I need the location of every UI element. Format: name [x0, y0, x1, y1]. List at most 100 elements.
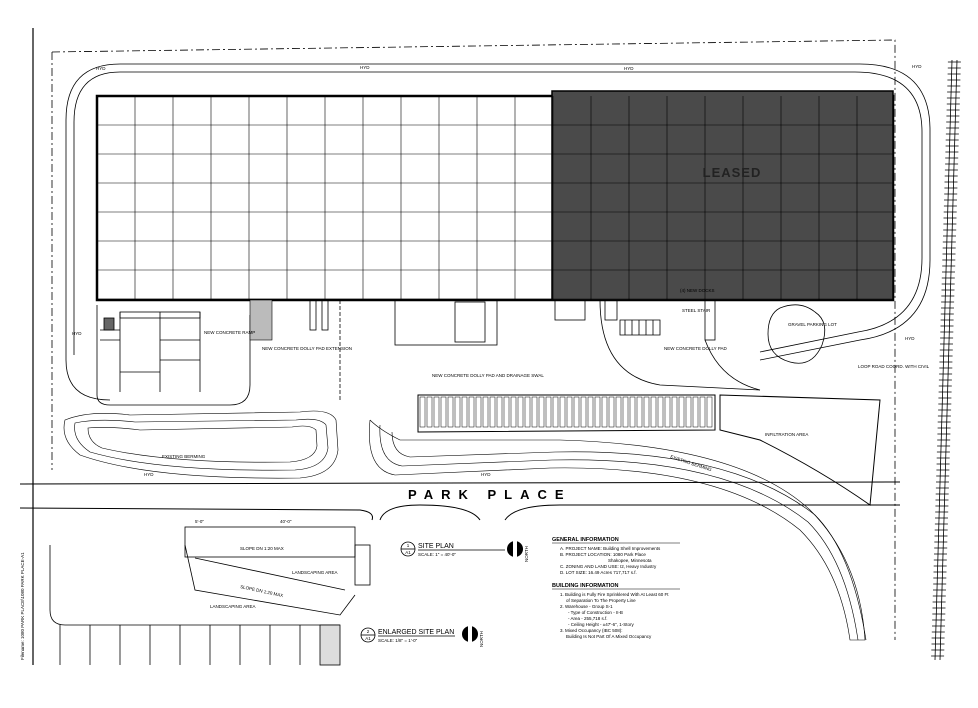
parking-lot-left [96, 305, 251, 406]
dolly-pad [699, 396, 706, 428]
hydrant-label-2: HYD [360, 65, 370, 70]
dolly-pad [580, 396, 587, 428]
railroad-track [931, 59, 961, 661]
svg-text:A1: A1 [365, 636, 371, 641]
hydrant-label-3: HYD [624, 66, 634, 71]
concrete-ramp [249, 299, 273, 341]
dolly-pad [538, 396, 545, 428]
dolly-pad [517, 396, 524, 428]
svg-text:A. PROJECT NAME: Building Sh: A. PROJECT NAME: Building Shell Improvem… [560, 546, 661, 551]
dolly-pad [419, 396, 426, 428]
dim-5ft: 5'-0" [195, 519, 204, 524]
dolly-pad [706, 396, 713, 428]
slope-label-2: SLOPE DN 1:20 MAX [240, 584, 284, 598]
dolly-pad [496, 396, 503, 428]
dolly-pad [657, 396, 664, 428]
dolly-pad [503, 396, 510, 428]
svg-text:Shakopee, Minnesota: Shakopee, Minnesota [608, 558, 652, 563]
dolly-pad [643, 396, 650, 428]
hydrant-label-8: HYD [481, 472, 491, 477]
infiltration-area [719, 394, 881, 506]
dolly-pad [608, 396, 615, 428]
dolly-pad [587, 396, 594, 428]
steel-stair-label: STEEL STAIR [682, 308, 711, 313]
dolly-pad [615, 396, 622, 428]
dolly-pad [468, 396, 475, 428]
dolly-pad [629, 396, 636, 428]
dolly-pad [636, 396, 643, 428]
north-label-1: NORTH [524, 546, 529, 562]
dolly-pad [685, 396, 692, 428]
dolly-pad [664, 396, 671, 428]
park-place-road [19, 481, 901, 521]
svg-text:2. Warehouse - Group S-1: 2. Warehouse - Group S-1 [560, 604, 613, 609]
property-line [51, 39, 896, 640]
existing-berming-right [369, 419, 867, 641]
svg-text:SITE PLAN: SITE PLAN [418, 543, 454, 550]
svg-text:C. ZONING AND LAND USE: I2,: C. ZONING AND LAND USE: I2, Heavy Indust… [560, 564, 657, 569]
dolly-pad [510, 396, 517, 428]
dolly-pad [482, 396, 489, 428]
infiltration-label: INFILTRATION AREA [765, 432, 808, 437]
slope-label-1: SLOPE DN 1:20 MAX [240, 546, 284, 551]
dolly-pad [475, 396, 482, 428]
dolly-pad [524, 396, 531, 428]
dolly-pad [650, 396, 657, 428]
site-plan-title: 1 A1 SITE PLAN SCALE: 1" = 40'-0" [400, 541, 505, 557]
svg-text:D. LOT SIZE: 16.49 Acres 71: D. LOT SIZE: 16.49 Acres 717,717 s.f. [560, 570, 637, 575]
north-arrow-1: NORTH [507, 541, 529, 562]
svg-text:1: 1 [407, 543, 410, 548]
dolly-pad [447, 396, 454, 428]
park-place-label: PARK PLACE [408, 487, 572, 502]
dolly-pad [461, 396, 468, 428]
dolly-pad [678, 396, 685, 428]
dolly-extension-label: NEW CONCRETE DOLLY PAD EXTENSION [262, 346, 352, 351]
svg-text:1. Building is Fully Fire Spri: 1. Building is Fully Fire Sprinklered Wi… [560, 592, 669, 597]
enlarged-site-plan [49, 526, 371, 666]
svg-text:3. Mixed Occupancy (IBC 508):: 3. Mixed Occupancy (IBC 508): [560, 628, 623, 633]
svg-text:ENLARGED SITE PLAN: ENLARGED SITE PLAN [378, 629, 454, 636]
dolly-pad [566, 396, 573, 428]
landscaping-label-2: LANDSCAPING AREA [210, 604, 256, 609]
dolly-pad [545, 396, 552, 428]
building-footprint: LEASED [95, 90, 895, 302]
dolly-pad [622, 396, 629, 428]
gravel-parking-label: GRAVEL PARKING LOT [788, 322, 837, 327]
hydrant-label-6: HYD [905, 336, 915, 341]
north-arrow-2: NORTH [462, 626, 484, 647]
general-info-heading: GENERAL INFORMATION [552, 537, 619, 543]
leased-area [551, 90, 894, 301]
svg-text:2: 2 [367, 629, 370, 634]
hydrant-label-1: HYD [96, 66, 106, 71]
loop-road-outer [120, 63, 931, 361]
dolly-pad [601, 396, 608, 428]
dolly-pad [594, 396, 601, 428]
dolly-pad-row [417, 394, 716, 433]
ramp-label: NEW CONCRETE RAMP [204, 330, 255, 335]
dolly-pad [489, 396, 496, 428]
building-info-heading: BUILDING INFORMATION [552, 583, 619, 589]
dolly-pad [552, 396, 559, 428]
dolly-drainage-label: NEW CONCRETE DOLLY PAD AND DRAINAGE SWAL [432, 373, 544, 378]
general-information-block: GENERAL INFORMATION A. PROJECT NAME: Bui… [552, 537, 680, 639]
new-dock-area [599, 299, 761, 391]
svg-text:SCALE: 1" = 40'-0": SCALE: 1" = 40'-0" [418, 552, 456, 557]
svg-text:- Area - 255,718 s.f.: - Area - 255,718 s.f. [568, 616, 608, 621]
dolly-pad [426, 396, 433, 428]
svg-text:of Separation To The Property: of Separation To The Property Line [566, 598, 636, 603]
gravel-parking-lot [767, 304, 826, 364]
loop-road-inner [120, 71, 923, 353]
dolly-pad [440, 396, 447, 428]
filename-label: Filename: 1080 PARK PLACE\1080 PARK PLAC… [20, 552, 25, 660]
leased-label: LEASED [703, 165, 762, 180]
svg-text:B. PROJECT LOCATION: 1080 Pa: B. PROJECT LOCATION: 1080 Park Place [560, 552, 646, 557]
dolly-pad [692, 396, 699, 428]
dolly-pad [531, 396, 538, 428]
hydrant-label-5: HYD [72, 331, 82, 336]
dock-structures [309, 299, 586, 400]
dolly-pad [454, 396, 461, 428]
dolly-pad [433, 396, 440, 428]
existing-berming-left [63, 410, 339, 479]
